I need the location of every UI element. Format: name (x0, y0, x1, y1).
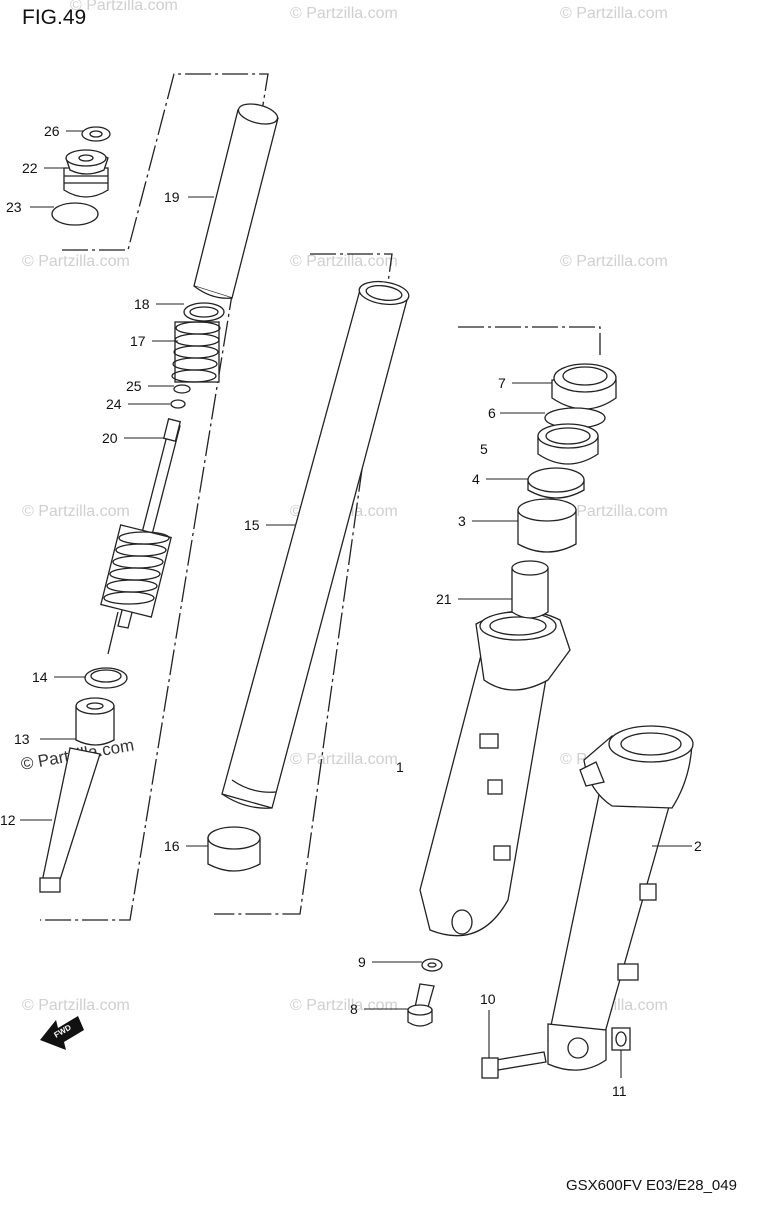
callout-25: 25 (126, 378, 142, 394)
watermark: © Partzilla.com (22, 997, 130, 1014)
footer-code: GSX600FV E03/E28_049 (566, 1177, 737, 1194)
callout-23: 23 (6, 199, 22, 215)
callout-20: 20 (102, 430, 118, 446)
callout-12: 12 (0, 812, 16, 828)
watermark: © Partzilla.com (290, 253, 398, 270)
part-16-bushing (207, 826, 261, 872)
part-25-ring (173, 384, 191, 394)
part-14-ring (84, 667, 128, 689)
callout-16: 16 (164, 838, 180, 854)
callout-8: 8 (350, 1001, 358, 1017)
callout-13: 13 (14, 731, 30, 747)
part-18-washer (183, 302, 225, 322)
callout-19: 19 (164, 189, 180, 205)
part-13-oil-lock-piece (75, 697, 115, 746)
watermark: © Partzilla.com (560, 5, 668, 22)
part-4-washer (527, 467, 585, 499)
part-19-spacer (193, 103, 279, 299)
part-22-cap-bolt (63, 149, 109, 198)
part-12-inner-tube (39, 747, 101, 893)
part-20-damper-rod (100, 418, 182, 655)
part-1-outer-tube (419, 610, 571, 937)
assembly-outline-middle (214, 253, 393, 915)
callout-22: 22 (22, 160, 38, 176)
part-8-bolt (407, 983, 435, 1027)
callout-labels: 26 22 23 19 18 17 25 24 20 15 14 13 12 1… (0, 123, 702, 1099)
part-11-nut (611, 1027, 631, 1051)
callout-5: 5 (480, 441, 488, 457)
callout-10: 10 (480, 991, 496, 1007)
fwd-arrow-icon: FWD (40, 1016, 84, 1050)
part-5-oil-seal (537, 423, 599, 465)
callout-21: 21 (436, 591, 452, 607)
part-26-washer (81, 126, 111, 142)
callout-17: 17 (130, 333, 146, 349)
watermark: © Partzilla.com (22, 253, 130, 270)
callout-9: 9 (358, 954, 366, 970)
watermark: © Partzilla.com (22, 503, 130, 520)
watermark: © Partzilla.com (560, 253, 668, 270)
callout-24: 24 (106, 396, 122, 412)
watermark: © Partzilla.com (290, 5, 398, 22)
assembly-outline-right (458, 326, 601, 355)
part-23-o-ring (51, 202, 99, 226)
watermark: © Partzilla.com (560, 503, 668, 520)
part-10-bolt (481, 1051, 547, 1079)
assembly-outline-left (40, 73, 269, 921)
callout-7: 7 (498, 375, 506, 391)
callout-15: 15 (244, 517, 260, 533)
callout-11: 11 (612, 1083, 627, 1099)
figure-title: FIG.49 (22, 6, 86, 29)
watermark: © Partzilla.com (290, 751, 398, 768)
callout-3: 3 (458, 513, 466, 529)
leader-lines (20, 130, 692, 1078)
callout-4: 4 (472, 471, 480, 487)
watermark: © Partzilla.com (290, 997, 398, 1014)
part-7-seal (551, 363, 617, 410)
part-21-slide-bushing (511, 560, 549, 619)
part-2-outer-tube (547, 725, 694, 1071)
callout-18: 18 (134, 296, 150, 312)
callout-1: 1 (396, 759, 404, 775)
callout-26: 26 (44, 123, 60, 139)
part-24-ring (170, 399, 186, 409)
part-15-inner-tube (221, 280, 410, 809)
part-3-guide-bushing (517, 498, 577, 553)
part-17-spring (171, 321, 221, 383)
callout-6: 6 (488, 405, 496, 421)
watermark: © Partzilla.com (70, 0, 178, 14)
callout-14: 14 (32, 669, 48, 685)
part-9-washer (421, 958, 443, 972)
callout-2: 2 (694, 838, 702, 854)
